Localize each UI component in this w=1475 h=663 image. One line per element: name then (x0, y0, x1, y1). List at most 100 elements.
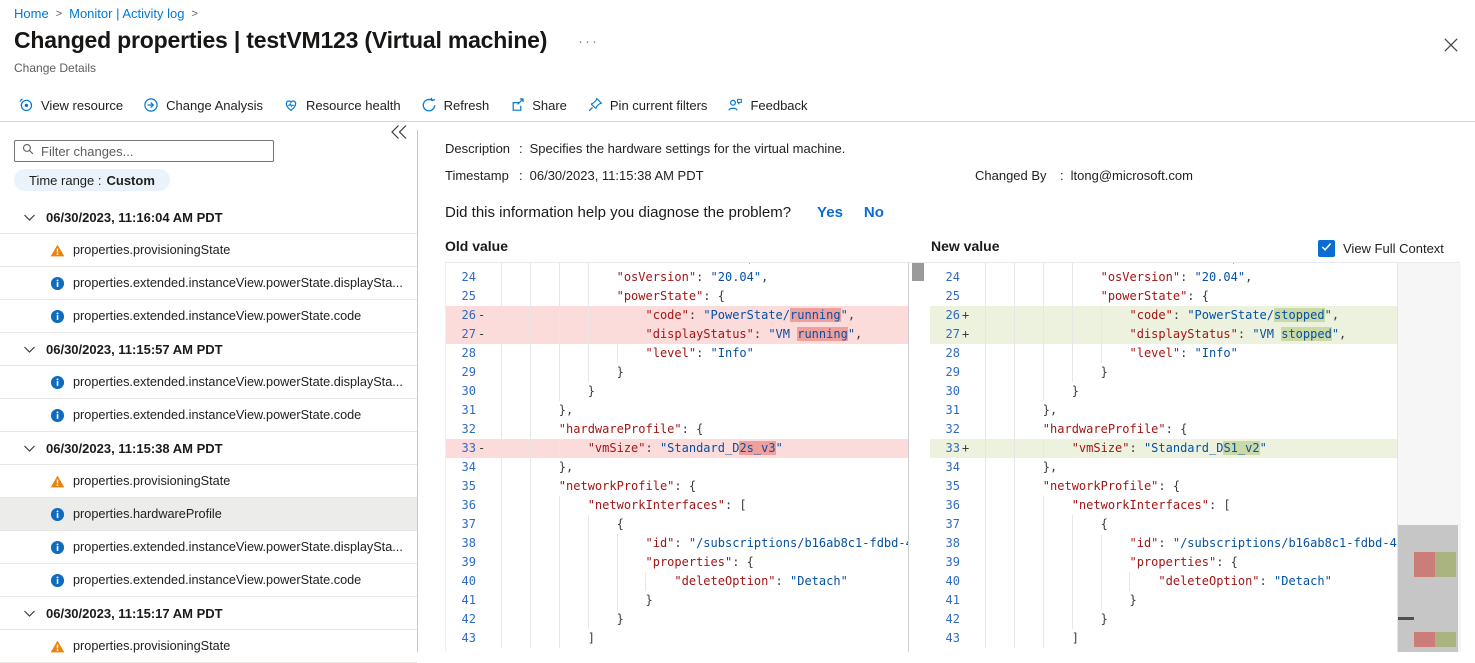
indent-guide (558, 610, 560, 629)
code-line-29[interactable]: 29 } (446, 363, 909, 382)
code-line-39[interactable]: 39 "properties": { (446, 553, 909, 572)
change-item-properties-extended-instanceview-powerstate-displaysta[interactable]: properties.extended.instanceView.powerSt… (0, 267, 417, 300)
code-line-40[interactable]: 40 "deleteOption": "Detach" (930, 572, 1397, 591)
page-title: Changed properties | testVM123 (Virtual … (14, 27, 548, 53)
line-number: 32 (945, 422, 960, 436)
code-line-32[interactable]: 32 "hardwareProfile": { (930, 420, 1397, 439)
code-line-34[interactable]: 34 }, (930, 458, 1397, 477)
no-link[interactable]: No (863, 204, 884, 221)
code-line-29[interactable]: 29 } (930, 363, 1397, 382)
code-line-38[interactable]: 38 "id": "/subscriptions/b16ab8c1-fdbd-4 (930, 534, 1397, 553)
code-line-34[interactable]: 34 }, (446, 458, 909, 477)
change-group-header[interactable]: 06/30/2023, 11:16:04 AM PDT (0, 201, 417, 234)
change-item-properties-extended-instanceview-powerstate-code[interactable]: properties.extended.instanceView.powerSt… (0, 300, 417, 333)
collapse-sidebar-button[interactable] (389, 124, 409, 141)
code-text: "code": "PowerState/running", (491, 306, 909, 325)
code-line-43[interactable]: 43 ] (446, 629, 909, 648)
new-value-editor[interactable]: 23 "osName": "ubuntu",24 "osVersion": "2… (930, 263, 1397, 652)
change-item-properties-extended-instanceview-powerstate-code[interactable]: properties.extended.instanceView.powerSt… (0, 564, 417, 597)
code-line-37[interactable]: 37 { (446, 515, 909, 534)
code-line-37[interactable]: 37 { (930, 515, 1397, 534)
code-line-40[interactable]: 40 "deleteOption": "Detach" (446, 572, 909, 591)
code-line-30[interactable]: 30 } (446, 382, 909, 401)
view-full-context-checkbox[interactable] (1318, 240, 1335, 257)
code-line-35[interactable]: 35 "networkProfile": { (446, 477, 909, 496)
more-options-button[interactable]: ··· (578, 33, 599, 50)
code-line-24[interactable]: 24 "osVersion": "20.04", (446, 268, 909, 287)
code-line-26[interactable]: 26- "code": "PowerState/running", (446, 306, 909, 325)
code-line-30[interactable]: 30 } (930, 382, 1397, 401)
toolbar-pin-current-filters[interactable]: Pin current filters (577, 91, 718, 119)
old-editor-scrollbar[interactable] (908, 263, 929, 652)
diff-sign: - (478, 308, 486, 322)
toolbar-view-resource[interactable]: View resource (8, 91, 133, 119)
yes-link[interactable]: Yes (817, 204, 843, 221)
diff-overview-ruler[interactable] (1397, 263, 1461, 652)
code-line-32[interactable]: 32 "hardwareProfile": { (446, 420, 909, 439)
toolbar-resource-health[interactable]: Resource health (273, 91, 411, 119)
toolbar-refresh[interactable]: Refresh (411, 91, 500, 119)
change-item-properties-provisioningstate[interactable]: properties.provisioningState (0, 234, 417, 267)
line-number: 35 (461, 479, 476, 493)
change-item-properties-extended-instanceview-powerstate-displaysta[interactable]: properties.extended.instanceView.powerSt… (0, 366, 417, 399)
code-line-35[interactable]: 35 "networkProfile": { (930, 477, 1397, 496)
code-line-39[interactable]: 39 "properties": { (930, 553, 1397, 572)
code-line-41[interactable]: 41 } (930, 591, 1397, 610)
filter-changes-input[interactable] (35, 143, 273, 159)
change-group-header[interactable]: 06/30/2023, 11:15:57 AM PDT (0, 333, 417, 366)
diff-sign (960, 268, 975, 287)
close-button[interactable] (1442, 36, 1460, 54)
line-number: 23 (446, 263, 476, 268)
change-item-properties-hardwareprofile[interactable]: properties.hardwareProfile (0, 498, 417, 531)
change-item-properties-extended-instanceview-powerstate-displaysta[interactable]: properties.extended.instanceView.powerSt… (0, 531, 417, 564)
diff-sign (960, 477, 975, 496)
old-editor-scrollbar-thumb[interactable] (912, 263, 924, 281)
description-label: Description (445, 141, 511, 156)
old-value-editor[interactable]: 23 "osName": "ubuntu",24 "osVersion": "2… (445, 263, 909, 652)
code-line-42[interactable]: 42 } (446, 610, 909, 629)
toolbar-change-analysis[interactable]: Change Analysis (133, 91, 273, 119)
code-line-36[interactable]: 36 "networkInterfaces": [ (446, 496, 909, 515)
indent-guide (558, 439, 560, 458)
code-line-28[interactable]: 28 "level": "Info" (446, 344, 909, 363)
code-line-42[interactable]: 42 } (930, 610, 1397, 629)
minimap-viewport[interactable] (1398, 525, 1458, 652)
breadcrumb-home[interactable]: Home (14, 6, 49, 21)
code-line-31[interactable]: 31 }, (446, 401, 909, 420)
change-group-header[interactable]: 06/30/2023, 11:15:17 AM PDT (0, 597, 417, 630)
code-text: "osName": "ubuntu", (975, 263, 1397, 268)
code-line-33[interactable]: 33- "vmSize": "Standard_D2s_v3" (446, 439, 909, 458)
code-line-31[interactable]: 31 }, (930, 401, 1397, 420)
indent-guide (558, 306, 560, 325)
code-line-23[interactable]: 23 "osName": "ubuntu", (930, 263, 1397, 268)
code-line-33[interactable]: 33+ "vmSize": "Standard_DS1_v2" (930, 439, 1397, 458)
code-line-27[interactable]: 27- "displayStatus": "VM running", (446, 325, 909, 344)
change-item-properties-extended-instanceview-powerstate-code[interactable]: properties.extended.instanceView.powerSt… (0, 399, 417, 432)
indent-guide (529, 553, 531, 572)
change-item-properties-provisioningstate[interactable]: properties.provisioningState (0, 630, 417, 663)
code-line-23[interactable]: 23 "osName": "ubuntu", (446, 263, 909, 268)
code-line-25[interactable]: 25 "powerState": { (930, 287, 1397, 306)
code-line-38[interactable]: 38 "id": "/subscriptions/b16ab8c1-fdbd-4 (446, 534, 909, 553)
toolbar-share[interactable]: Share (499, 91, 577, 119)
code-line-36[interactable]: 36 "networkInterfaces": [ (930, 496, 1397, 515)
code-line-25[interactable]: 25 "powerState": { (446, 287, 909, 306)
code-text: "id": "/subscriptions/b16ab8c1-fdbd-4 (491, 534, 909, 553)
code-text: "osName": "ubuntu", (491, 263, 909, 268)
toolbar-feedback[interactable]: Feedback (717, 91, 817, 119)
change-group-header[interactable]: 06/30/2023, 11:15:38 AM PDT (0, 432, 417, 465)
view-full-context-toggle[interactable]: View Full Context (1318, 240, 1444, 257)
breadcrumb-monitor-activity-log[interactable]: Monitor | Activity log (69, 6, 185, 21)
diff-sign (476, 610, 491, 629)
indent-guide (529, 306, 531, 325)
code-line-41[interactable]: 41 } (446, 591, 909, 610)
indent-guide (1013, 344, 1015, 363)
code-text: "vmSize": "Standard_D2s_v3" (491, 439, 909, 458)
code-line-26[interactable]: 26+ "code": "PowerState/stopped", (930, 306, 1397, 325)
time-range-filter-chip[interactable]: Time range : Custom (14, 169, 170, 191)
code-line-28[interactable]: 28 "level": "Info" (930, 344, 1397, 363)
change-item-properties-provisioningstate[interactable]: properties.provisioningState (0, 465, 417, 498)
code-line-43[interactable]: 43 ] (930, 629, 1397, 648)
code-line-27[interactable]: 27+ "displayStatus": "VM stopped", (930, 325, 1397, 344)
code-line-24[interactable]: 24 "osVersion": "20.04", (930, 268, 1397, 287)
